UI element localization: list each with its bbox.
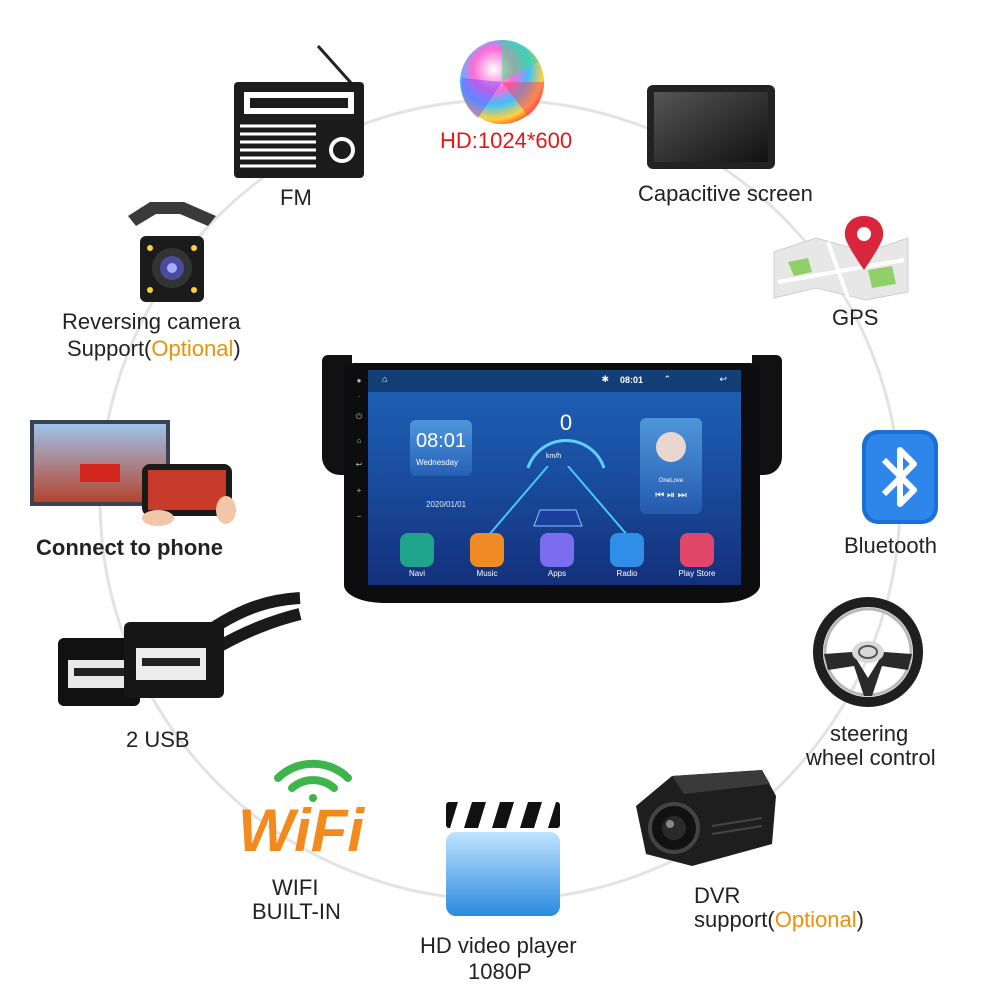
mic-button[interactable]: ● bbox=[356, 376, 362, 385]
app-music[interactable]: Music bbox=[466, 533, 508, 578]
steering-wheel-icon bbox=[812, 596, 924, 708]
home-icon[interactable]: ⌂ bbox=[382, 374, 388, 384]
clock-time: 08:01 bbox=[416, 430, 467, 452]
video-label-2: 1080P bbox=[468, 959, 532, 984]
app-label: Play Store bbox=[678, 569, 716, 578]
rst-button[interactable]: · bbox=[357, 392, 361, 401]
speed-value: 0 bbox=[559, 410, 573, 435]
status-bar: ⌂ ✱ 08:01 ⌃ ↩ bbox=[368, 370, 741, 392]
date-text: 2020/01/01 bbox=[426, 500, 467, 509]
wifi-label-2: BUILT-IN bbox=[252, 899, 341, 924]
dvr-support: support(Optional) bbox=[694, 908, 864, 932]
usb-cable-icon bbox=[56, 580, 302, 714]
app-apps[interactable]: Apps bbox=[536, 533, 578, 578]
clock-widget[interactable]: 08:01 Wednesday bbox=[410, 420, 472, 476]
video-clapperboard-icon bbox=[444, 798, 562, 918]
hd-label: HD:1024*600 bbox=[440, 128, 573, 153]
gps-label: GPS bbox=[832, 305, 879, 330]
home-button-icon[interactable]: ⌂ bbox=[356, 436, 362, 445]
app-radio[interactable]: Radio bbox=[606, 533, 648, 578]
wifi-signal-icon bbox=[272, 752, 354, 802]
bluetooth-icon bbox=[862, 430, 938, 524]
road-lines bbox=[487, 466, 629, 536]
hd-color-ball-icon bbox=[458, 38, 546, 126]
gps-map-icon bbox=[768, 212, 914, 302]
connect-phone-label: Connect to phone bbox=[36, 535, 223, 560]
back-button-icon[interactable]: ↩ bbox=[355, 460, 363, 469]
bluetooth-label: Bluetooth bbox=[844, 533, 937, 558]
reversing-support-text: Support( bbox=[67, 336, 152, 361]
expand-icon[interactable]: ⌃ bbox=[663, 374, 671, 384]
volume-up-icon[interactable]: + bbox=[356, 486, 362, 495]
radio-icon bbox=[230, 42, 370, 182]
fm-label: FM bbox=[280, 185, 312, 210]
app-play-store[interactable]: Play Store bbox=[676, 533, 718, 578]
reversing-suffix-text: ) bbox=[233, 336, 241, 361]
wifi-label-1: WIFI bbox=[272, 875, 319, 900]
power-button-icon[interactable]: ⏻ bbox=[355, 412, 363, 421]
play-store-icon bbox=[680, 533, 714, 567]
reversing-optional-text: Optional bbox=[151, 336, 234, 361]
back-icon[interactable]: ↩ bbox=[719, 374, 727, 384]
app-dock: Navi Music Apps Radio Play Store bbox=[396, 533, 726, 581]
status-time: 08:01 bbox=[619, 375, 643, 385]
dvr-support-text: support( bbox=[694, 907, 775, 932]
volume-down-icon[interactable]: − bbox=[356, 512, 362, 521]
radio-app-icon bbox=[610, 533, 644, 567]
app-navi[interactable]: Navi bbox=[396, 533, 438, 578]
wifi-logo: WiFi bbox=[238, 797, 365, 864]
usb-label: 2 USB bbox=[126, 727, 190, 752]
steering-label-2: wheel control bbox=[806, 745, 936, 770]
app-label: Radio bbox=[616, 569, 638, 578]
steering-label-1: steering bbox=[830, 721, 909, 746]
music-title: OneLove bbox=[658, 478, 684, 484]
apps-grid-icon bbox=[540, 533, 574, 567]
app-label: Apps bbox=[547, 569, 567, 578]
album-art bbox=[656, 432, 686, 462]
music-widget[interactable]: OneLove ⏮ ⏯ ⏭ bbox=[640, 418, 702, 514]
bluetooth-status-icon: ✱ bbox=[601, 374, 609, 384]
clock-day: Wednesday bbox=[416, 458, 459, 467]
reversing-camera-support: Support(Optional) bbox=[67, 337, 241, 361]
dvr-suffix-text: ) bbox=[856, 907, 864, 932]
navi-icon bbox=[400, 533, 434, 567]
speedometer-arc bbox=[526, 438, 606, 478]
music-controls[interactable]: ⏮ ⏯ ⏭ bbox=[655, 490, 687, 501]
capacitive-screen-label: Capacitive screen bbox=[638, 181, 813, 206]
dvr-optional-text: Optional bbox=[774, 907, 857, 932]
reversing-camera-label: Reversing camera bbox=[62, 309, 241, 334]
capacitive-screen-icon bbox=[646, 84, 776, 172]
music-icon bbox=[470, 533, 504, 567]
reversing-camera-icon bbox=[120, 196, 224, 306]
app-label: Music bbox=[476, 569, 498, 578]
dvr-camera-icon bbox=[632, 766, 780, 872]
speed-unit: km/h bbox=[546, 453, 562, 460]
video-label-1: HD video player bbox=[420, 933, 577, 958]
phone-mirroring-icon bbox=[30, 420, 238, 526]
dvr-label-1: DVR bbox=[694, 883, 741, 908]
head-unit-screen: ⌂ ✱ 08:01 ⌃ ↩ 08:01 Wednesday 2020/01/01… bbox=[368, 370, 741, 585]
app-label: Navi bbox=[408, 569, 425, 578]
